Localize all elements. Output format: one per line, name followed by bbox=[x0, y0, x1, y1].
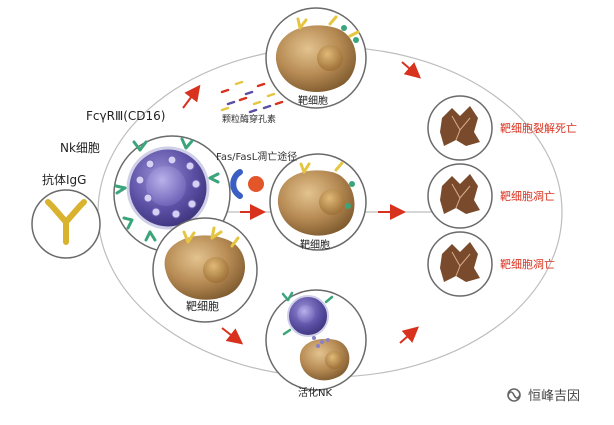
perforin-granules bbox=[220, 80, 284, 114]
flow-arrows bbox=[182, 61, 422, 345]
labels: FcγRⅢ(CD16) Nk细胞 抗体IgG 颗粒酶穿孔素 Fas/FasL凋亡… bbox=[42, 94, 577, 399]
label-result-apoptosis-1: 靶细胞凋亡 bbox=[500, 189, 555, 203]
target-cell-attached bbox=[152, 217, 258, 323]
label-perforin: 颗粒酶穿孔素 bbox=[222, 113, 276, 125]
nk-nucleus bbox=[146, 166, 186, 206]
activated-nk-group bbox=[265, 289, 367, 391]
arrow-bottom-to-apoptosis bbox=[399, 326, 420, 344]
target-cell-top bbox=[265, 7, 367, 109]
arrow-to-bottom bbox=[221, 327, 244, 345]
label-result-lysis: 靶细胞裂解死亡 bbox=[500, 121, 577, 135]
label-activated-nk: 活化NK bbox=[298, 386, 332, 399]
label-target-top: 靶细胞 bbox=[298, 94, 328, 107]
label-fas-pathway: Fas/FasL凋亡途径 bbox=[216, 150, 297, 163]
target-cell-middle bbox=[269, 153, 367, 251]
igg-icon bbox=[45, 199, 87, 245]
arrow-top-to-lysis bbox=[401, 61, 422, 79]
watermark: 恒峰吉因 bbox=[507, 388, 580, 404]
arrow-to-top bbox=[182, 84, 201, 109]
label-nk-cell: Nk细胞 bbox=[60, 141, 100, 155]
label-receptor: FcγRⅢ(CD16) bbox=[86, 109, 165, 123]
label-antibody: 抗体IgG bbox=[42, 172, 86, 187]
dead-cell-lysis bbox=[427, 95, 493, 161]
label-target-bottom: 靶细胞 bbox=[186, 300, 219, 313]
label-target-mid: 靶细胞 bbox=[300, 238, 330, 251]
fas-fasl-icon bbox=[230, 169, 264, 199]
antibody-inset bbox=[31, 189, 101, 259]
label-result-apoptosis-2: 靶细胞凋亡 bbox=[500, 257, 555, 271]
wechat-channel-icon bbox=[507, 388, 521, 402]
watermark-text: 恒峰吉因 bbox=[528, 389, 580, 404]
dead-cell-apoptosis-1 bbox=[427, 163, 493, 229]
dead-cell-apoptosis-2 bbox=[427, 231, 493, 297]
